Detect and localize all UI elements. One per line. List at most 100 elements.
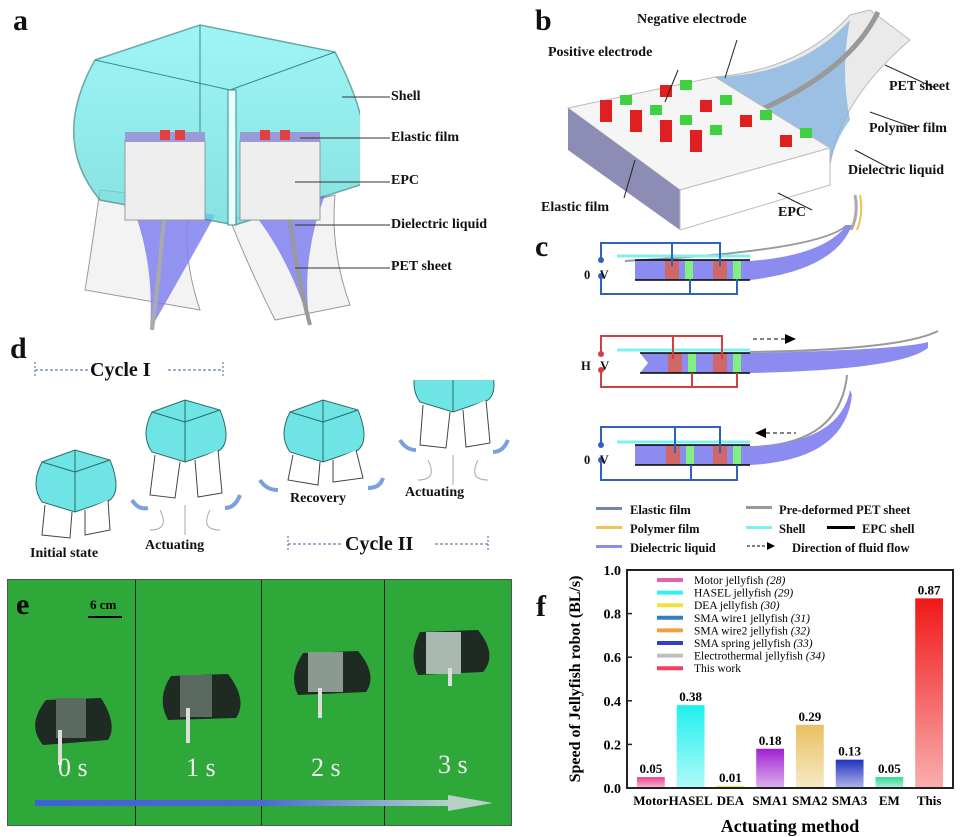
legend-swatch-epc-shell (827, 526, 855, 529)
cycle2-label: Cycle II (345, 533, 414, 555)
legend-entry: SMA wire1 jellyfish (31) (694, 613, 810, 625)
x-tick-label: EM (879, 793, 900, 808)
dielectric-liquid (715, 20, 850, 165)
panel-label-e: e (16, 588, 30, 621)
state-label-actuating-2: Actuating (405, 485, 465, 500)
y-tick-label: 0.0 (604, 782, 622, 797)
x-tick-label: DEA (717, 793, 745, 808)
legend-entry: DEA jellyfish (30) (694, 600, 780, 612)
legend-entry: This work (694, 663, 741, 675)
bar-dea (716, 785, 745, 788)
frame-time-2: 2 s (311, 753, 341, 782)
legend-swatch-flow-arrow (747, 542, 775, 550)
bar-sma2 (795, 724, 824, 788)
time-arrow (35, 800, 450, 806)
panel-label-a: a (13, 4, 28, 37)
epc-3d-diagram (566, 9, 936, 230)
panel-e-photo-sequence: e 6 cm 0 s 1 s 2 s 3 s (7, 579, 512, 826)
legend-entry: SMA wire2 jellyfish (32) (694, 625, 810, 637)
bar-hasel (676, 705, 705, 788)
y-tick-label: 1.0 (604, 564, 622, 579)
circuit-state-rest-2 (598, 374, 852, 481)
working-principle-circuits (598, 225, 939, 481)
bar-value-label: 0.38 (679, 689, 702, 704)
legend-swatch-polymer-film (596, 526, 622, 529)
jellyfish-photos (35, 630, 493, 811)
voltage-label-1: 0 V (584, 268, 609, 282)
callout-shell: Shell (391, 89, 421, 104)
callout-negative-electrode: Negative electrode (637, 12, 747, 27)
panel-label-f: f (536, 590, 546, 623)
voltage-label-3: 0 V (584, 453, 609, 467)
callout-epc: EPC (391, 173, 419, 188)
bar-value-label: 0.18 (759, 733, 782, 748)
legend-entry: SMA spring jellyfish (33) (694, 638, 813, 650)
voltage-label-2: H V (581, 359, 610, 373)
x-axis-label: Actuating method (721, 816, 860, 836)
callout-pet-sheet-b: PET sheet (889, 79, 950, 94)
frame-time-0: 0 s (58, 753, 88, 782)
electrode-array (600, 80, 812, 152)
legend-entry: Electrothermal jellyfish (34) (694, 651, 825, 663)
legend-entry: HASEL jellyfish (29) (694, 588, 793, 600)
callout-pet-sheet: PET sheet (391, 259, 452, 274)
bar-value-label: 0.87 (918, 582, 941, 597)
bar-this (915, 598, 944, 788)
cycle1-bracket (34, 362, 224, 378)
y-tick-label: 0.2 (604, 738, 622, 753)
x-tick-label: HASEL (669, 793, 713, 808)
photo-frame-0 (8, 580, 136, 825)
plot-area-frame (626, 569, 954, 789)
callout-lines-a (295, 96, 390, 269)
bar-value-label: 0.05 (640, 761, 663, 776)
legend-label-dielectric-liquid: Dielectric liquid (630, 541, 716, 555)
speed-bar-chart: 0.05Motor0.38HASEL0.01DEA0.18SMA10.29SMA… (567, 564, 954, 836)
photo-frame-1 (135, 580, 262, 825)
legend-entry: Motor jellyfish (28) (694, 575, 786, 587)
dielectric-liquid-left (130, 200, 215, 330)
circuit-state-rest-1 (598, 225, 852, 295)
legend-label-pet-sheet: Pre-deformed PET sheet (779, 503, 911, 517)
epc-body (679, 147, 831, 230)
callout-polymer-film: Polymer film (869, 121, 947, 136)
scale-bar (88, 616, 122, 618)
jellyfish-actuating-1 (130, 399, 242, 535)
x-tick-label: SMA2 (792, 793, 827, 808)
jellyfish-robot-3d-diagram (72, 24, 360, 330)
panel-label-b: b (535, 4, 552, 37)
elastic-film (568, 108, 680, 230)
bar-value-label: 0.29 (799, 709, 822, 724)
jellyfish-initial (35, 449, 117, 539)
legend-label-polymer-film: Polymer film (630, 522, 700, 536)
frame-time-3: 3 s (438, 750, 468, 779)
legend-label-epc-shell: EPC shell (862, 522, 915, 536)
bar-value-label: 0.01 (719, 770, 742, 785)
bar-value-label: 0.05 (878, 761, 901, 776)
state-label-initial: Initial state (30, 546, 99, 561)
epc-block-left (124, 139, 206, 221)
y-tick-label: 0.4 (604, 695, 622, 710)
state-label-actuating-1: Actuating (145, 538, 205, 553)
jellyfish-actuating-2 (398, 380, 510, 485)
panel-label-c: c (535, 230, 549, 263)
x-tick-label: SMA1 (752, 793, 787, 808)
callout-epc-b: EPC (778, 205, 806, 220)
panel-label-d: d (10, 332, 27, 365)
legend-swatch-shell (746, 526, 772, 529)
epc-block-right (239, 139, 321, 221)
x-tick-label: This (917, 793, 942, 808)
y-axis-label: Speed of Jellyfish robot (BL/s) (567, 576, 584, 783)
scale-bar-label: 6 cm (90, 597, 117, 612)
circuit-state-actuated (598, 330, 939, 388)
legend-swatch-dielectric-liquid (596, 545, 622, 548)
legend-label-flow-direction: Direction of fluid flow (792, 541, 910, 555)
pet-sheet (758, 10, 881, 113)
callout-elastic-film-b: Elastic film (541, 200, 610, 215)
callout-elastic-film: Elastic film (391, 130, 460, 145)
bar-motor (636, 777, 665, 788)
callout-dielectric-liquid-b: Dielectric liquid (848, 163, 945, 178)
frame-time-1: 1 s (186, 753, 216, 782)
photo-frame-2 (261, 580, 385, 825)
bar-sma3 (835, 759, 864, 788)
dielectric-liquid-right (255, 195, 325, 325)
